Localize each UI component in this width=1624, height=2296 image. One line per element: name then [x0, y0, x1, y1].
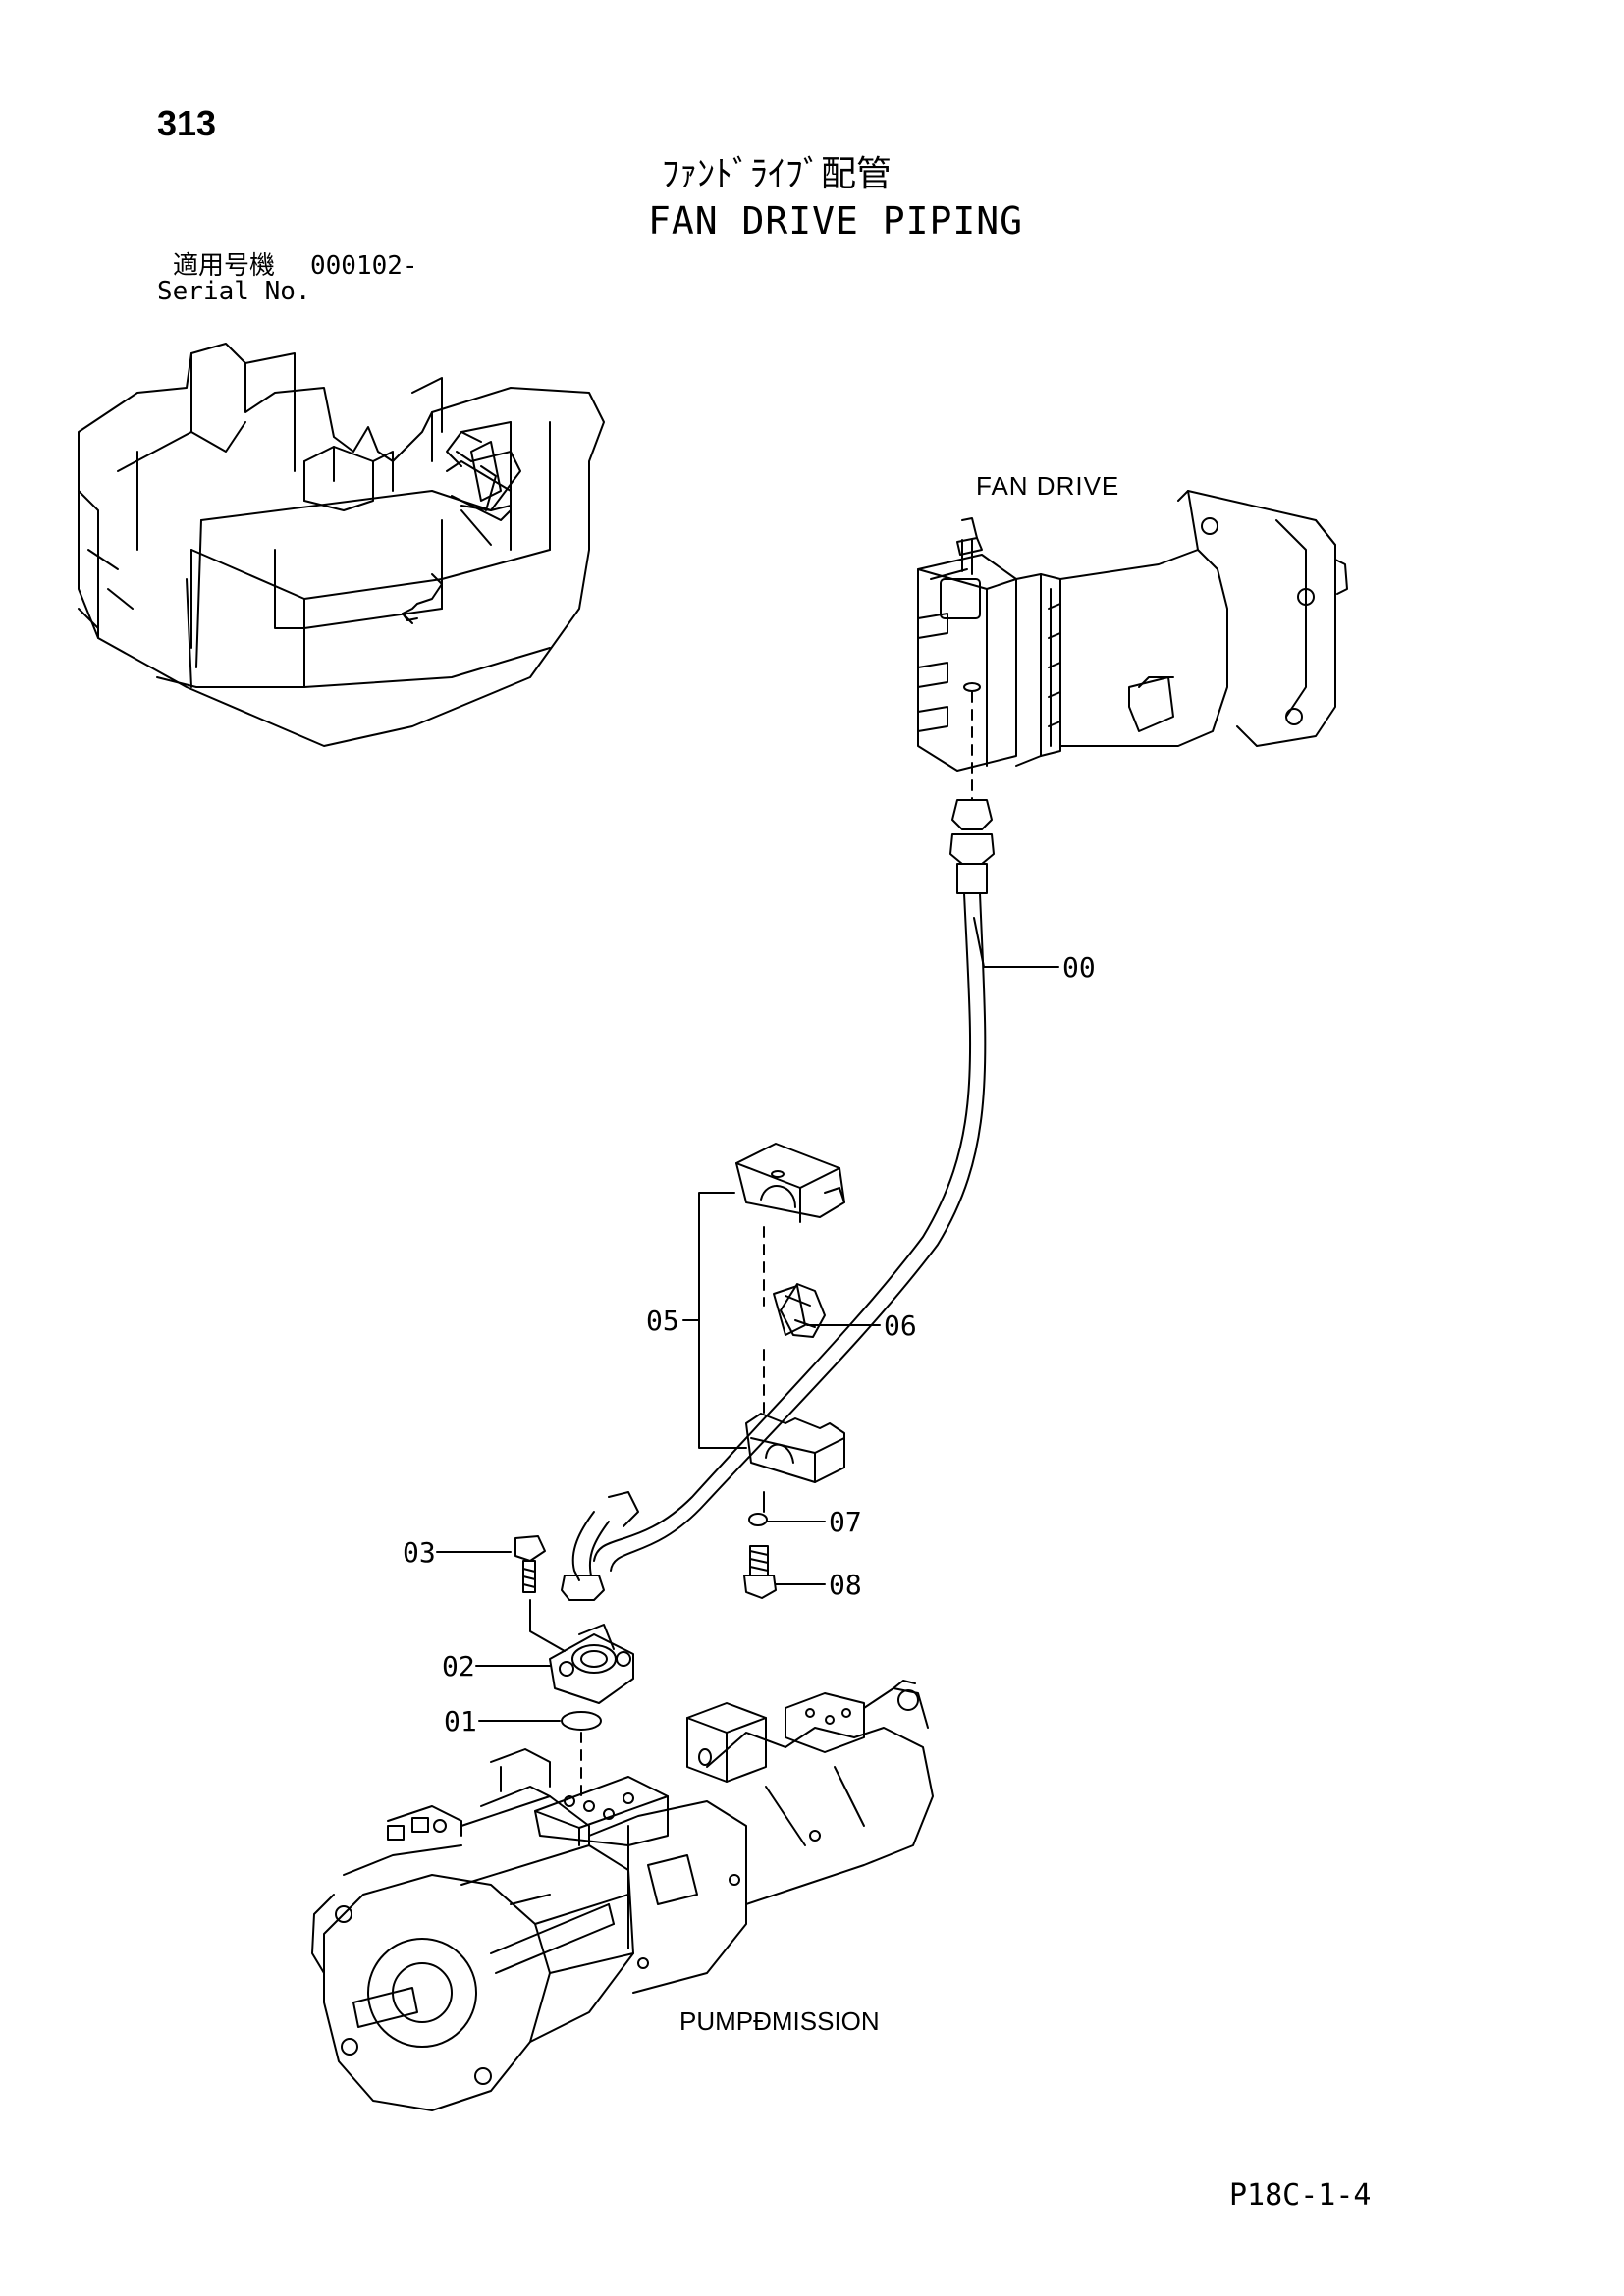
leader-lines: [436, 917, 1059, 1722]
callout-01: 01: [444, 1705, 477, 1737]
bolt-08: [743, 1545, 777, 1599]
title-japanese: ﾌｧﾝﾄﾞﾗｲﾌﾞ配管: [662, 154, 893, 194]
callout-06: 06: [884, 1309, 917, 1342]
title-english: FAN DRIVE PIPING: [648, 199, 1024, 242]
label-pump: PUMPÐMISSION: [679, 2006, 880, 2036]
fan-drive-motor-illustration: [917, 490, 1348, 801]
washer-07: [748, 1513, 768, 1526]
callout-00: 00: [1062, 951, 1096, 984]
page-number: 313: [157, 103, 217, 143]
callout-02: 02: [442, 1650, 475, 1682]
serial-number-value: 000102-: [310, 251, 418, 281]
hose-assembly-00: [561, 799, 995, 1601]
callout-07: 07: [829, 1506, 862, 1538]
callout-03: 03: [403, 1536, 436, 1569]
page-code: P18C-1-4: [1229, 2178, 1372, 2213]
bolt-03: [514, 1535, 566, 1652]
o-ring-01: [561, 1711, 602, 1797]
serial-label-japanese: 適用号機: [173, 251, 276, 281]
callout-08: 08: [829, 1569, 862, 1601]
pump-illustration: [311, 1680, 934, 2111]
callout-05: 05: [646, 1305, 679, 1337]
flange-02: [549, 1624, 634, 1704]
clamp-upper-05: [735, 1143, 845, 1307]
serial-label-english: Serial No.: [157, 277, 311, 306]
label-fan-drive: FAN DRIVE: [976, 471, 1120, 501]
machine-overview-illustration: [78, 343, 605, 747]
spacer-06: [773, 1285, 806, 1336]
clamp-lower-05: [745, 1349, 845, 1513]
